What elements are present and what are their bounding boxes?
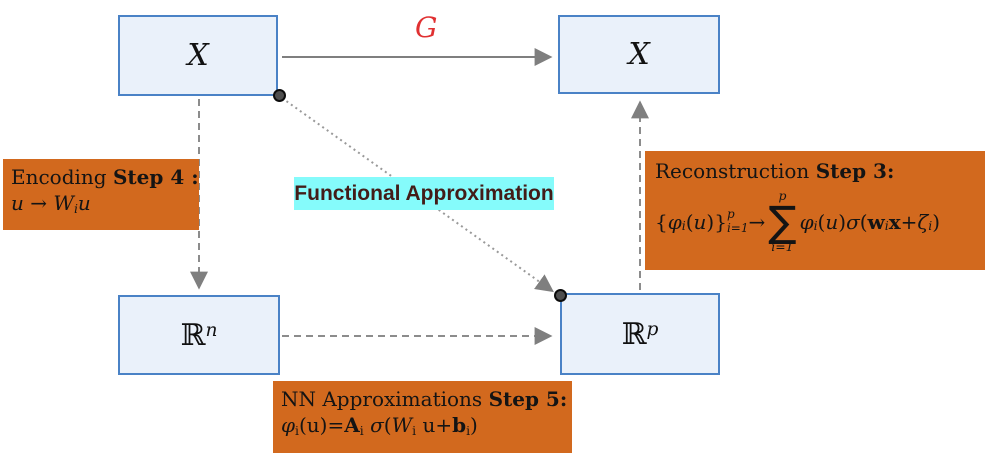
- node-label: X: [187, 38, 209, 73]
- encoding-annotation: Encoding Step 4 : u → Wiu: [3, 159, 199, 230]
- junction-dot-bottom: [554, 289, 567, 302]
- node-rn-space: ℝn: [118, 295, 280, 375]
- nn-approximation-title: NN Approximations Step 5:: [281, 387, 568, 411]
- node-input-function-space: X: [118, 15, 278, 96]
- encoding-title: Encoding Step 4 :: [11, 165, 199, 189]
- junction-dot-top: [273, 89, 286, 102]
- node-rp-space: ℝp: [560, 293, 720, 375]
- encoding-formula: u → Wiu: [11, 191, 91, 217]
- node-output-function-space: X: [558, 15, 720, 94]
- node-label: ℝn: [180, 317, 218, 353]
- node-label: ℝp: [621, 316, 659, 352]
- reconstruction-title: Reconstruction Step 3:: [655, 159, 895, 183]
- functional-approximation-label: Functional Approximation: [294, 177, 554, 210]
- node-label: X: [628, 37, 650, 72]
- operator-label: G: [415, 11, 438, 44]
- nn-approximation-formula: φi(u)=Ai σ(Wi u+bi): [281, 413, 478, 439]
- nn-approximation-annotation: NN Approximations Step 5: φi(u)=Ai σ(Wi …: [273, 381, 572, 453]
